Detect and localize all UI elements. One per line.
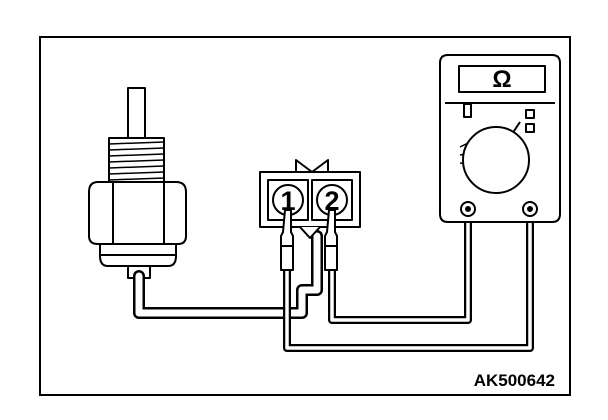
sensor-stem — [127, 87, 146, 139]
terminal-2-label: 2 — [324, 186, 339, 216]
figure-code: AK500642 — [474, 371, 555, 390]
sensor-thread-lines — [108, 141, 165, 181]
connector — [259, 159, 361, 239]
meter-display — [458, 65, 546, 93]
temperature-sensor — [88, 87, 187, 279]
meter-jack-right-center — [527, 206, 533, 212]
connector-notch — [299, 226, 321, 239]
meter-mark-right-top — [525, 109, 535, 119]
test-lead-terminal-2-core — [330, 208, 470, 322]
connector-latch — [295, 159, 329, 173]
test-lead-terminal-1-core — [285, 208, 532, 350]
probe-2 — [324, 209, 338, 271]
wires — [133, 206, 534, 352]
sensor-hex-nut — [88, 181, 187, 245]
meter-jack-left-center — [465, 206, 471, 212]
sensor-cable-core — [135, 232, 321, 317]
meter-mark-right-bottom — [525, 123, 535, 133]
ohmmeter — [439, 54, 561, 223]
meter-dial — [462, 126, 530, 194]
terminal-1-label: 1 — [280, 186, 295, 216]
probe-1 — [280, 209, 294, 271]
test-probes — [280, 209, 338, 271]
meter-mark-left — [463, 103, 472, 118]
meter-ohm-symbol: Ω — [492, 66, 511, 93]
